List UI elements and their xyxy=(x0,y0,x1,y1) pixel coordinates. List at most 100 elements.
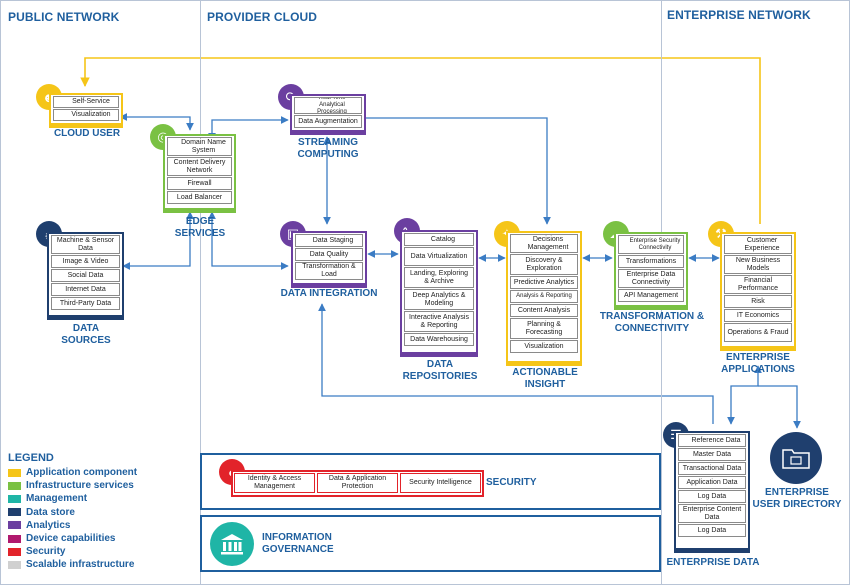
repository-item: Deep Analytics & Modeling xyxy=(404,289,474,310)
security-box[interactable]: Identity & Access Management Data & Appl… xyxy=(231,470,484,497)
edge-service-item: Domain Name System xyxy=(167,137,232,156)
provider-cloud-title: PROVIDER CLOUD xyxy=(207,10,318,24)
data-source-item: Social Data xyxy=(51,269,120,282)
legend-label: Application component xyxy=(26,467,138,479)
legend-label: Device capabilities xyxy=(26,533,116,545)
transformation-connectivity-label: TRANSFORMATION &CONNECTIVITY xyxy=(599,311,705,334)
data-source-item: Image & Video xyxy=(51,255,120,268)
enterprise-applications-box[interactable]: Customer Experience New Business Models … xyxy=(720,232,796,351)
legend-swatch xyxy=(8,547,21,556)
cloud-user-edge-arrow xyxy=(119,113,194,131)
application-item: Customer Experience xyxy=(724,235,792,254)
data-source-item: Internet Data xyxy=(51,283,120,296)
legend-item: Security xyxy=(8,545,137,558)
legend-item: Analytics xyxy=(8,519,137,532)
repository-item: Data Warehousing xyxy=(404,333,474,346)
enterprise-data-box[interactable]: Reference Data Master Data Transactional… xyxy=(674,431,750,553)
legend-item: Management xyxy=(8,492,137,505)
transformation-item: Enterprise Data Connectivity xyxy=(618,269,684,288)
edge-services-box[interactable]: Domain Name System Content Delivery Netw… xyxy=(163,134,236,213)
streaming-item: Real Time Analytical Processing xyxy=(294,97,362,114)
security-item: Identity & Access Management xyxy=(234,473,315,493)
insight-item: Content Analysis xyxy=(510,304,578,317)
legend-item: Scalable infrastructure xyxy=(8,558,137,571)
security-item: Data & Application Protection xyxy=(317,473,398,493)
edge-sources-arrow xyxy=(122,211,194,270)
insight-item: Decisions Management xyxy=(510,234,578,253)
streaming-computing-box[interactable]: Real Time Analytical Processing Data Aug… xyxy=(290,94,366,135)
enterprise-network-title: ENTERPRISE NETWORK xyxy=(667,8,811,22)
edge-service-item: Load Balancer xyxy=(167,191,232,204)
application-item: Financial Performance xyxy=(724,275,792,294)
repository-item: Catalog xyxy=(404,233,474,246)
legend-item: Application component xyxy=(8,466,137,479)
data-source-item: Third-Party Data xyxy=(51,297,120,310)
repository-item: Data Virtualization xyxy=(404,247,474,266)
cloud-user-item: Visualization xyxy=(53,109,119,121)
insight-item: Planning & Forecasting xyxy=(510,318,578,339)
security-panel xyxy=(200,453,661,510)
edge-streaming-arrow xyxy=(208,116,289,141)
bank-icon xyxy=(210,522,254,566)
enterprise-data-item: Reference Data xyxy=(678,434,746,447)
cloud-user-label: CLOUD USER xyxy=(53,128,121,139)
transformation-item: Transformations xyxy=(618,255,684,268)
data-repositories-box[interactable]: Catalog Data Virtualization Landing, Exp… xyxy=(400,230,478,357)
enterprise-data-item: Log Data xyxy=(678,524,746,537)
legend-title: LEGEND xyxy=(8,452,54,464)
transformation-connectivity-box[interactable]: Enterprise Security Connectivity Transfo… xyxy=(614,232,688,310)
integration-item: Transformation & Load xyxy=(295,262,363,280)
application-item: IT Economics xyxy=(724,309,792,322)
enterprise-data-item: Transactional Data xyxy=(678,462,746,475)
transformation-item: Enterprise Security Connectivity xyxy=(618,235,684,254)
legend-label: Management xyxy=(26,493,88,505)
legend-label: Analytics xyxy=(26,519,71,531)
cloud-user-item: Self-Service xyxy=(53,96,119,108)
legend-swatch xyxy=(8,481,21,490)
data-sources-box[interactable]: Machine & Sensor Data Image & Video Soci… xyxy=(47,232,124,320)
data-integration-box[interactable]: Data Staging Data Quality Transformation… xyxy=(291,231,367,288)
repository-item: Landing, Exploring & Archive xyxy=(404,267,474,288)
applications-cloud-user-loop xyxy=(80,57,761,224)
applications-enterprise-data-arrow xyxy=(727,365,762,425)
enterprise-data-item: Master Data xyxy=(678,448,746,461)
data-integration-label: DATA INTEGRATION xyxy=(280,288,378,299)
enterprise-data-item: Application Data xyxy=(678,476,746,489)
legend-swatch xyxy=(8,560,21,569)
streaming-insight-arrow xyxy=(366,117,551,225)
transformation-item: API Management xyxy=(618,289,684,302)
insight-item: Predictive Analytics xyxy=(510,276,578,289)
enterprise-data-label: ENTERPRISE DATA xyxy=(666,557,760,568)
legend-item: Device capabilities xyxy=(8,532,137,545)
directory-folder-icon[interactable] xyxy=(770,432,822,484)
enterprise-data-integration-arrow xyxy=(318,303,714,424)
legend-swatch xyxy=(8,534,21,543)
insight-item: Discovery & Exploration xyxy=(510,254,578,275)
repository-item: Interactive Analysis & Reporting xyxy=(404,311,474,332)
insight-item: Analysis & Reporting xyxy=(510,290,578,303)
legend-label: Scalable infrastructure xyxy=(26,559,135,571)
edge-service-item: Content Delivery Network xyxy=(167,157,232,176)
edge-integration-arrow xyxy=(208,211,289,270)
application-item: New Business Models xyxy=(724,255,792,274)
application-item: Risk xyxy=(724,295,792,308)
information-governance-panel xyxy=(200,515,661,572)
cloud-user-box[interactable]: Self-Service Visualization xyxy=(49,93,123,128)
applications-directory-arrow xyxy=(758,385,801,429)
integration-item: Data Quality xyxy=(295,248,363,261)
edge-service-item: Firewall xyxy=(167,177,232,190)
legend-swatch xyxy=(8,468,21,477)
legend-label: Infrastructure services xyxy=(26,480,134,492)
legend-label: Security xyxy=(26,546,66,558)
integration-item: Data Staging xyxy=(295,234,363,247)
actionable-insight-box[interactable]: Decisions Management Discovery & Explora… xyxy=(506,231,582,366)
